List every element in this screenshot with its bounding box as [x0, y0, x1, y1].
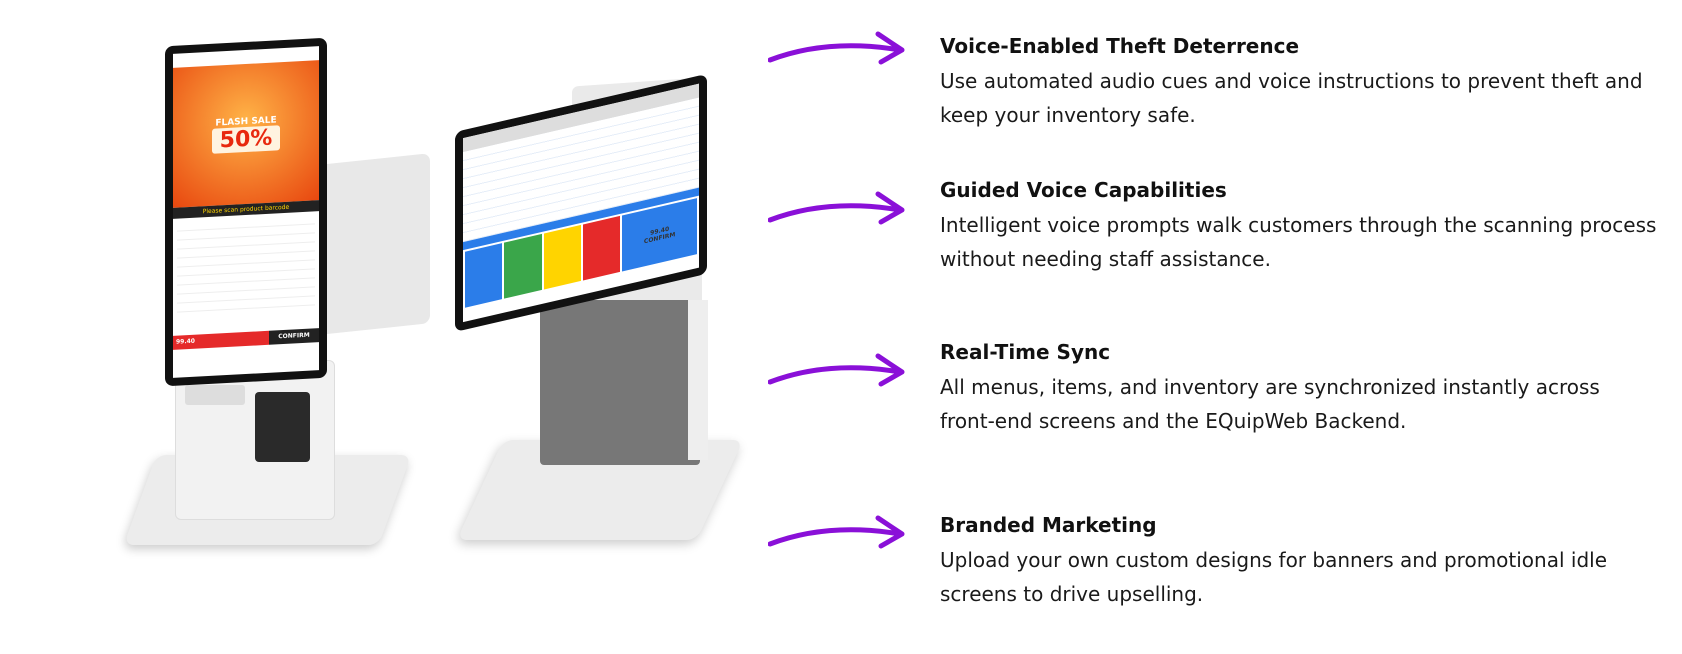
barcode-scanner [255, 392, 310, 462]
arrow-icon [768, 353, 905, 387]
feature-title: Real-Time Sync [940, 340, 1111, 364]
banner-percent: 50% [211, 124, 281, 154]
kiosk-screen: FLASH SALE 50% Please scan product barco… [173, 46, 319, 378]
feature-description: Intelligent voice prompts walk customers… [940, 213, 1657, 271]
receipt-printer [185, 385, 245, 405]
feature-voice-theft-deterrence: Voice-Enabled Theft Deterrence Use autom… [940, 32, 1660, 132]
feature-title: Voice-Enabled Theft Deterrence [940, 34, 1300, 58]
feature-description: Use automated audio cues and voice instr… [940, 69, 1643, 127]
feature-description: Upload your own custom designs for banne… [940, 548, 1608, 606]
arrow-icon [768, 31, 905, 65]
confirm-button: CONFIRM [269, 328, 319, 345]
kiosk-side-panel [688, 300, 708, 460]
feature-branded-marketing: Branded Marketing Upload your own custom… [940, 511, 1660, 611]
cart-list [173, 211, 319, 317]
kiosk-screen-frame: FLASH SALE 50% Please scan product barco… [165, 37, 327, 387]
feature-real-time-sync: Real-Time Sync All menus, items, and inv… [940, 338, 1660, 438]
kiosk-footer: 99.40 CONFIRM [173, 328, 319, 350]
feature-title: Branded Marketing [940, 513, 1157, 537]
feature-guided-voice: Guided Voice Capabilities Intelligent vo… [940, 176, 1660, 276]
total-amount: 99.40 [173, 330, 269, 350]
feature-description: All menus, items, and inventory are sync… [940, 375, 1600, 433]
feature-title: Guided Voice Capabilities [940, 178, 1227, 202]
arrow-icon [768, 515, 905, 549]
flash-sale-banner: FLASH SALE 50% [173, 60, 319, 208]
arrow-icon [768, 191, 905, 225]
kiosk-column [540, 300, 700, 465]
